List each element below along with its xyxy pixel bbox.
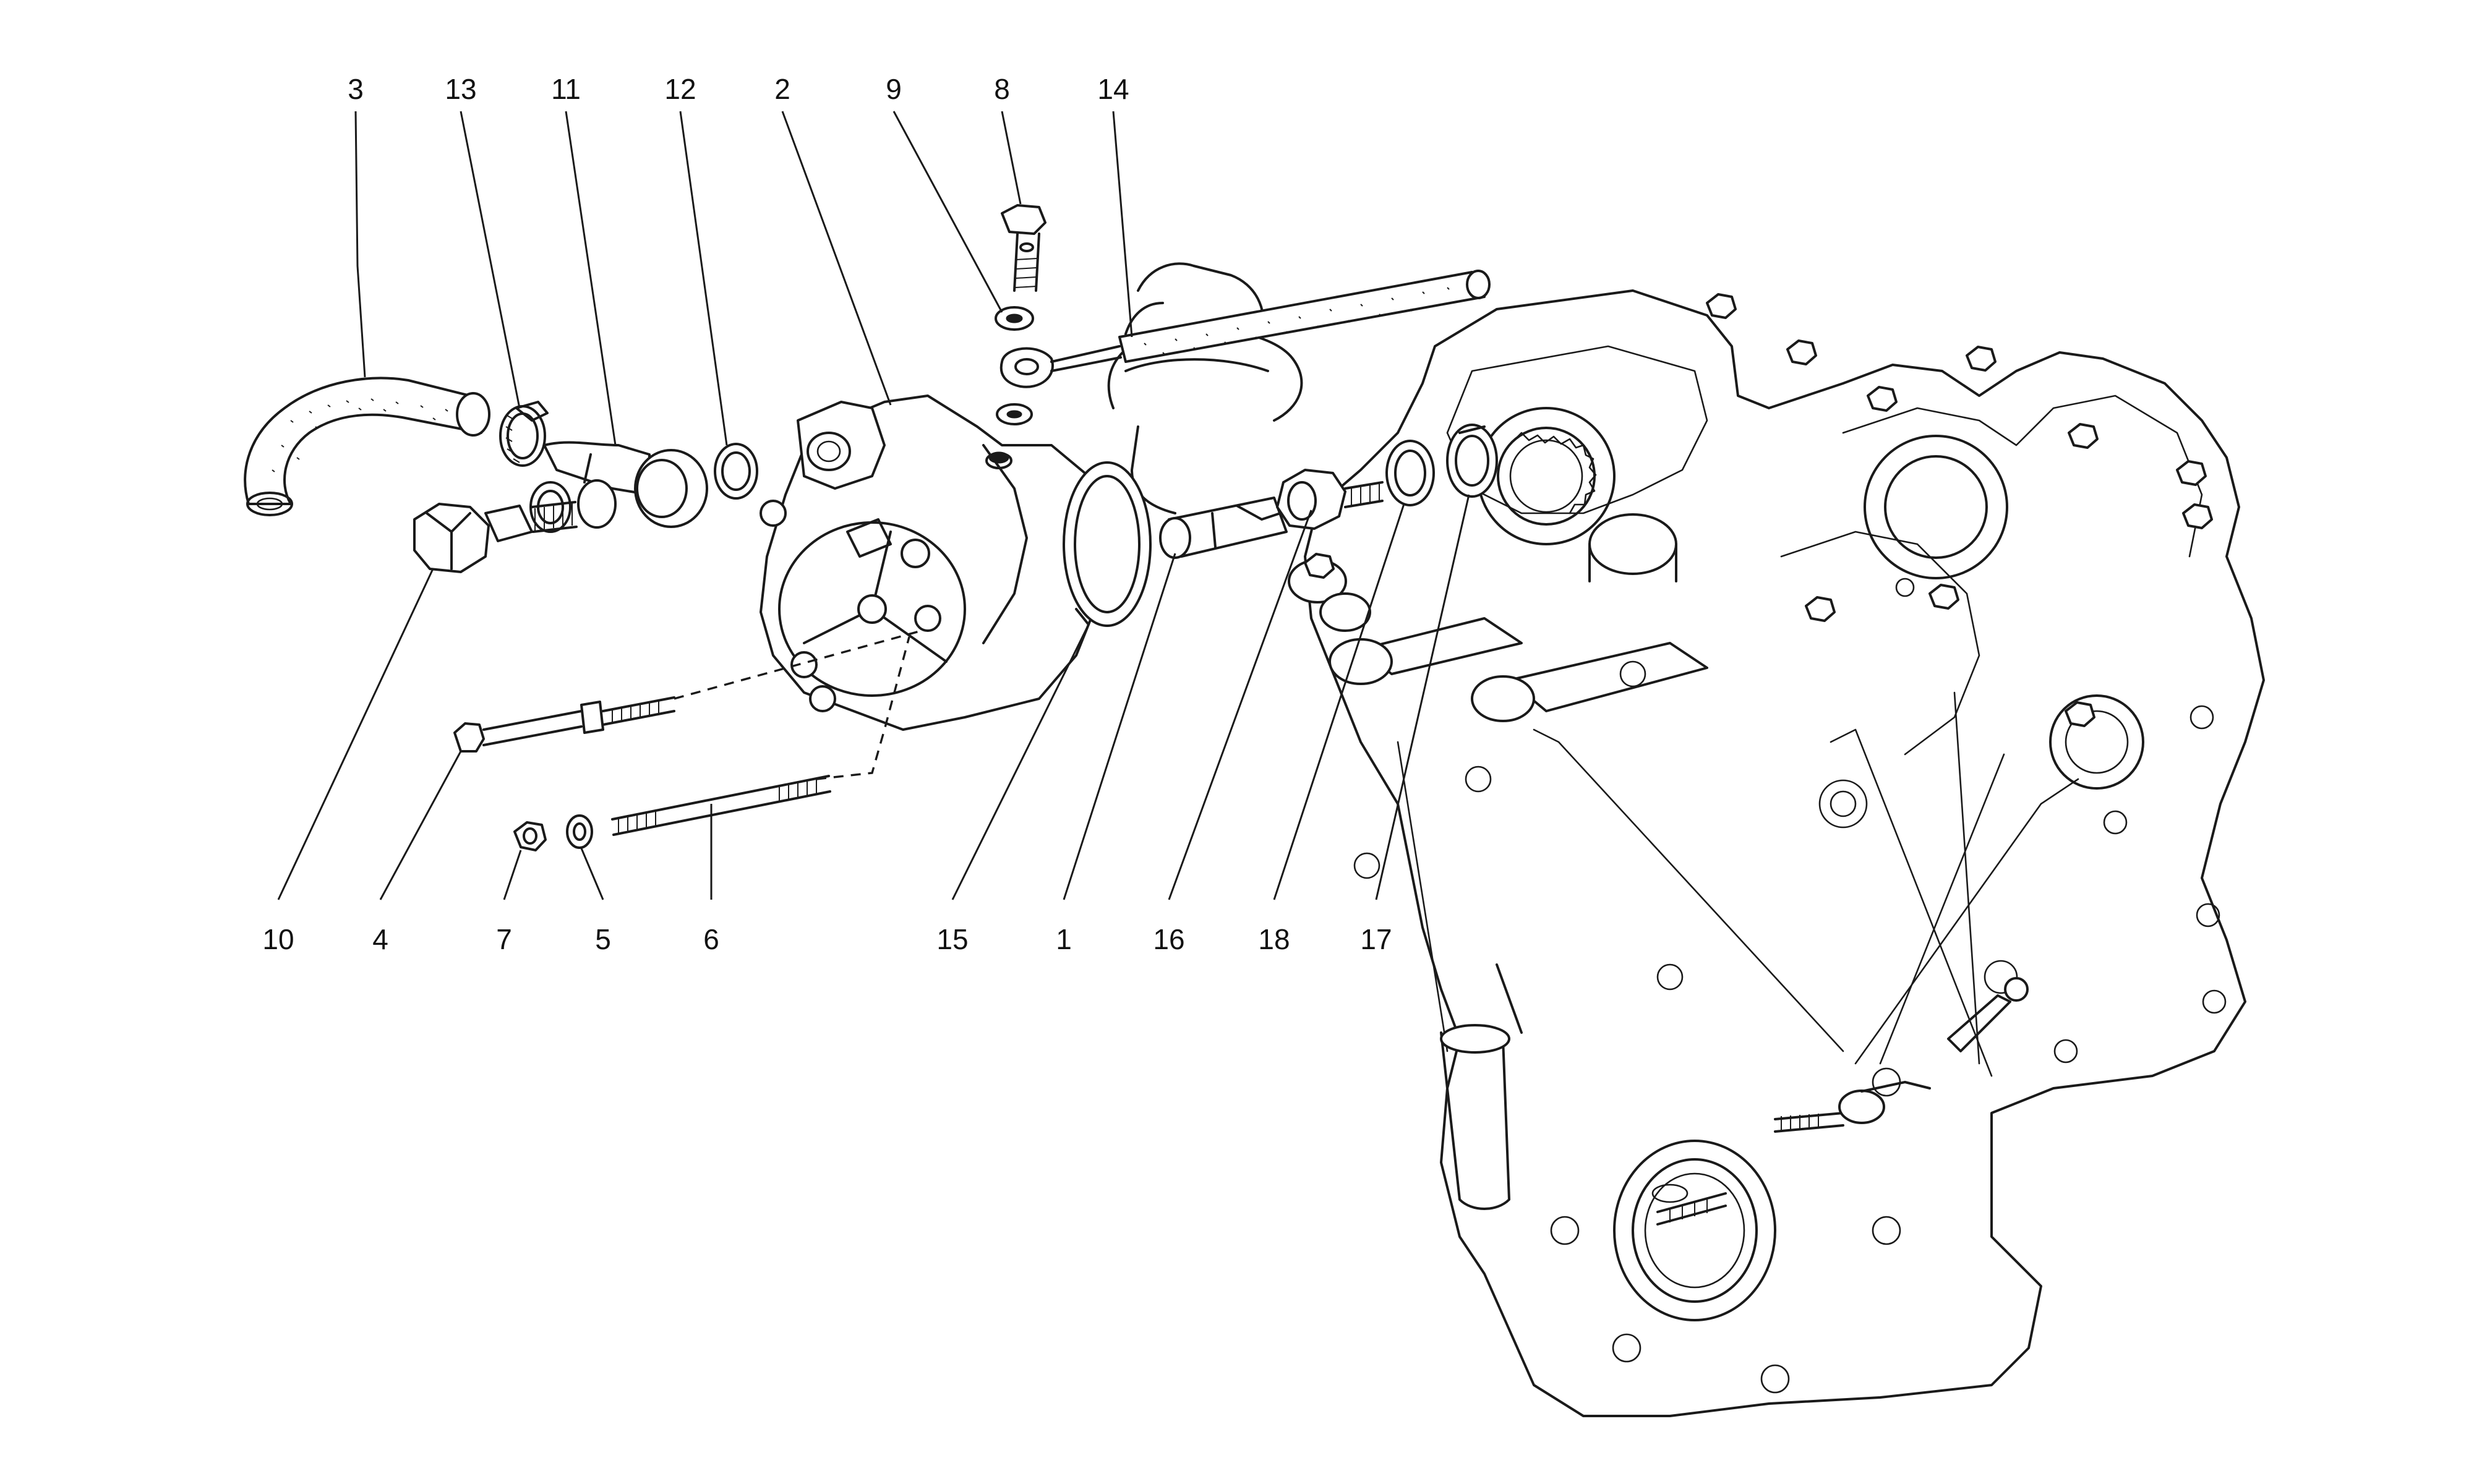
part-16-adapter (1276, 469, 1384, 530)
cover-nuts (1304, 293, 2213, 727)
callout-3: 3 (348, 73, 364, 105)
leader-7 (503, 850, 522, 900)
callout-labels: 3 13 11 12 2 9 8 14 10 4 7 5 6 15 1 16 1… (262, 73, 1392, 955)
leader-18 (1273, 503, 1405, 900)
callout-15: 15 (936, 923, 968, 955)
drive-gear-teeth (1513, 432, 1597, 514)
leader-13 (460, 111, 521, 409)
coolant-spigots (1288, 513, 1708, 722)
callout-13: 13 (445, 73, 476, 105)
part-7-nut (513, 821, 547, 851)
leader-4 (379, 751, 462, 900)
leader-lines (277, 111, 1470, 900)
part-12-washer (714, 443, 758, 500)
part-17-seal (1446, 424, 1498, 498)
part-15-gasket (1063, 461, 1152, 627)
leader-12 (679, 111, 728, 446)
part-3-hose (244, 377, 490, 516)
callout-10: 10 (262, 923, 294, 955)
part-9-washers (995, 306, 1034, 425)
banjo-washers (529, 479, 617, 533)
callout-11: 11 (551, 73, 581, 105)
leader-5 (580, 848, 604, 900)
callout-2: 2 (774, 73, 790, 105)
part-13-hose-clip (499, 401, 549, 467)
part-5-spring-washer (566, 814, 593, 849)
part-18-o-ring (1385, 440, 1435, 506)
leader-16 (1168, 510, 1312, 900)
leader-14 (1112, 111, 1133, 338)
callout-12: 12 (664, 73, 696, 105)
part-8-banjo-bolt (1001, 204, 1047, 292)
bolt-alignment-line-upper (674, 629, 922, 700)
callout-18: 18 (1258, 923, 1290, 955)
callout-16: 16 (1153, 923, 1184, 955)
part-14-oil-pipe (999, 270, 1491, 388)
leader-10 (277, 568, 434, 900)
part-6-stud (611, 775, 831, 836)
bolt-alignment-line-lower (816, 636, 910, 780)
callout-9: 9 (886, 73, 902, 105)
part-11-union (543, 441, 708, 528)
lower-stud (1656, 977, 2029, 1226)
part-2-pump-body (760, 394, 1102, 731)
timing-cover-casting (1107, 289, 2265, 1417)
leader-11 (565, 111, 617, 446)
leader-15 (951, 624, 1090, 900)
part-10-banjo-bolt (413, 501, 578, 573)
part-4-bolt (453, 696, 675, 753)
hose-texture (272, 398, 448, 472)
leader-9 (892, 111, 1003, 313)
leader-8 (1001, 111, 1022, 205)
callout-17: 17 (1360, 923, 1392, 955)
pipe-texture (1144, 287, 1450, 355)
callout-1: 1 (1056, 923, 1072, 955)
callout-8: 8 (994, 73, 1010, 105)
callout-14: 14 (1097, 73, 1129, 105)
callout-5: 5 (595, 923, 611, 955)
leader-1 (1063, 553, 1176, 900)
lower-seal-hub (1613, 1140, 1776, 1321)
callout-4: 4 (372, 923, 388, 955)
part-1-drive-coupling (1159, 497, 1288, 559)
leader-3 (354, 111, 366, 378)
callout-6: 6 (703, 923, 719, 955)
leader-17 (1375, 494, 1470, 900)
callout-7: 7 (496, 923, 512, 955)
leader-2 (781, 111, 892, 406)
